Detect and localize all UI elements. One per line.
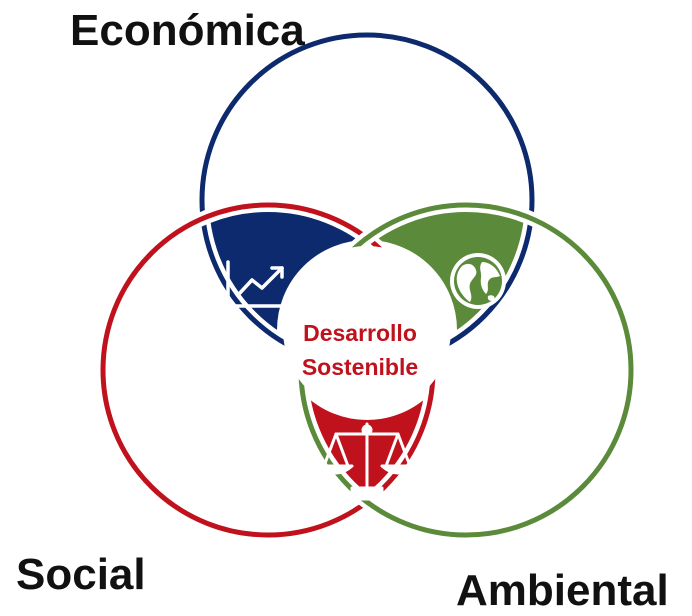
label-social: Social <box>16 550 146 599</box>
center-label-line1: Desarrollo <box>303 320 417 346</box>
globe-icon <box>450 253 506 309</box>
center-label: Desarrollo Sostenible <box>262 316 458 384</box>
scales-icon <box>318 422 416 501</box>
label-ambiental: Ambiental <box>456 566 669 615</box>
label-economica: Económica <box>70 6 305 55</box>
growth-chart-icon <box>226 260 286 308</box>
center-label-line2: Sostenible <box>301 354 419 380</box>
